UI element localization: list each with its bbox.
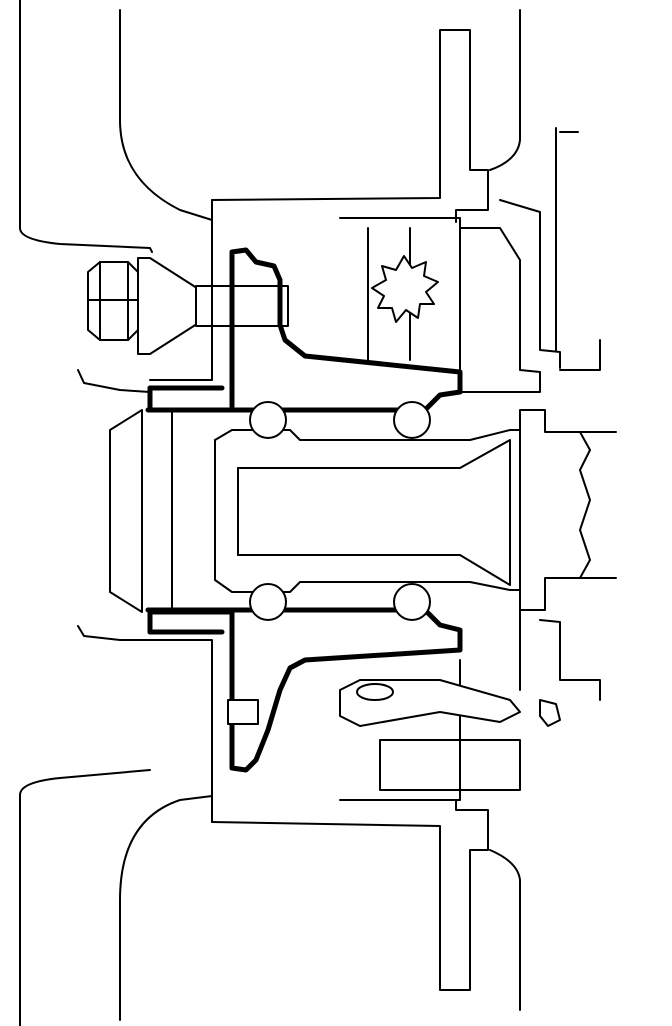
wheel-rim-outline bbox=[19, 0, 213, 1026]
bearing-ball-upper-outer bbox=[249, 401, 287, 439]
bearing-ball-upper-inner bbox=[393, 401, 431, 439]
bearing-ball-lower-outer bbox=[249, 583, 287, 621]
lug-bolt bbox=[87, 257, 289, 355]
hub-outer-outline bbox=[149, 9, 521, 1011]
axle-shaft bbox=[109, 409, 617, 613]
bearing-balls bbox=[249, 401, 431, 621]
tone-ring-star bbox=[371, 255, 439, 323]
abs-sensor bbox=[227, 679, 561, 727]
hub-body bbox=[145, 247, 463, 773]
bearing-ball-lower-inner bbox=[393, 583, 431, 621]
